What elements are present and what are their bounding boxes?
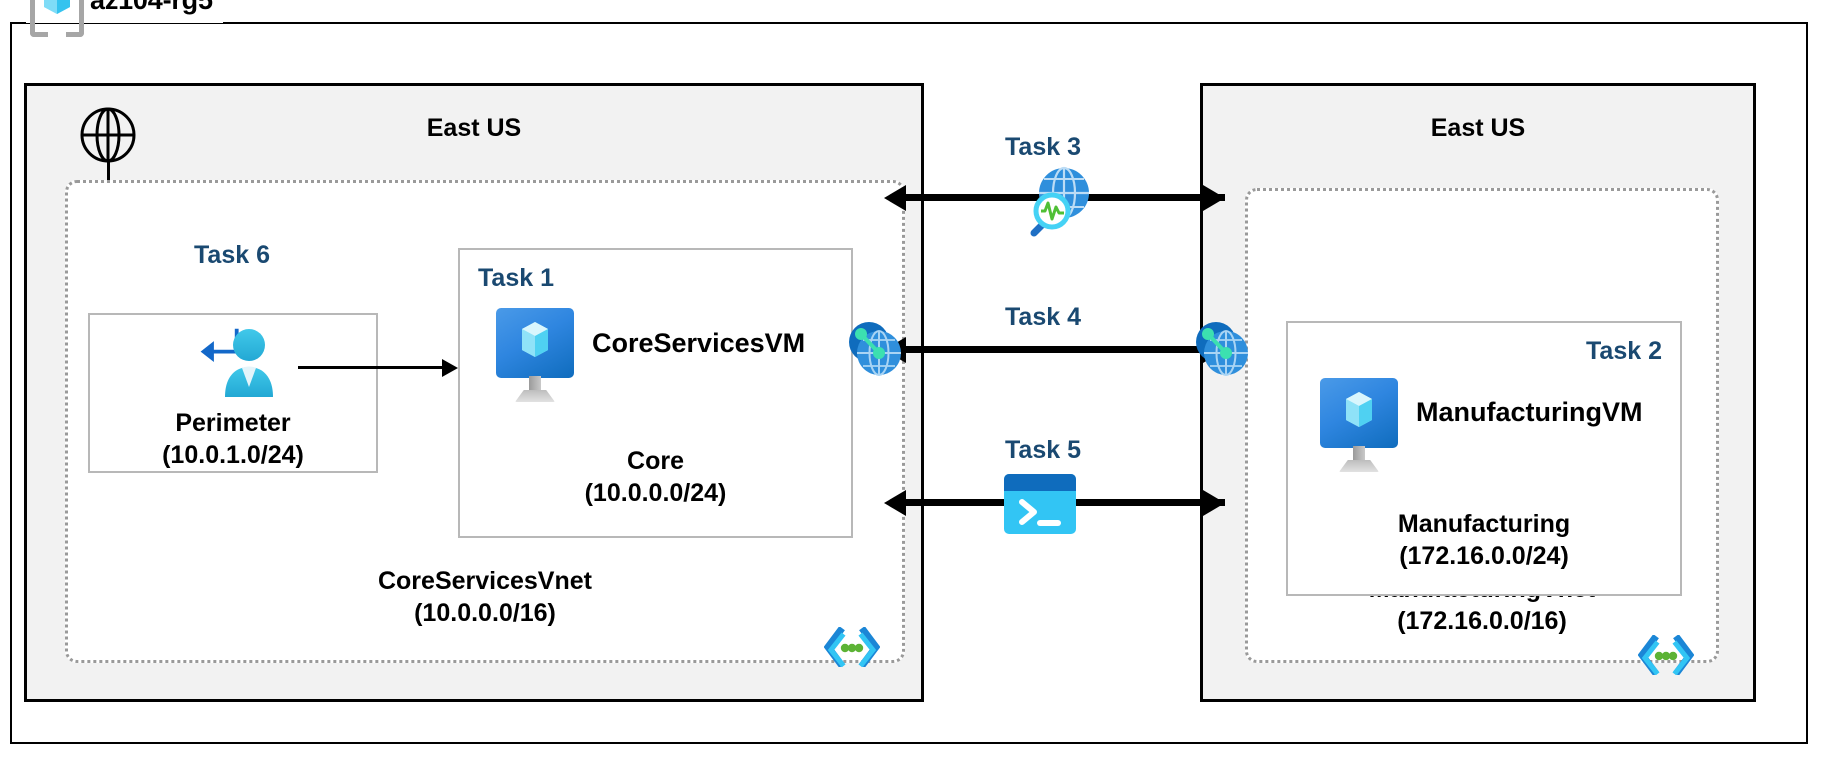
vnet-coreservicesvnet-label: CoreServicesVnet (10.0.0.0/16) bbox=[377, 567, 592, 627]
subnet-perimeter-label: Perimeter (10.0.1.0/24) bbox=[162, 409, 304, 469]
resource-group-name: az104-rg5 bbox=[90, 0, 213, 16]
subnet-perimeter: Perimeter (10.0.1.0/24) bbox=[88, 313, 378, 473]
task-label-1: Task 1 bbox=[478, 264, 554, 292]
vnet-peering-globe-icon-right bbox=[1192, 318, 1254, 380]
code-brackets-nsg-icon-core bbox=[823, 626, 881, 668]
internet-globe-icon bbox=[79, 106, 137, 164]
subnet-core-label: Core (10.0.0.0/24) bbox=[584, 447, 727, 507]
network-watcher-globe-magnifier-icon bbox=[1022, 163, 1096, 237]
resource-group-frame bbox=[10, 22, 1808, 744]
subnet-manufacturing-label: Manufacturing (172.16.0.0/24) bbox=[1397, 510, 1571, 570]
task-label-3: Task 3 bbox=[1005, 133, 1081, 161]
cloud-shell-terminal-icon bbox=[1004, 474, 1076, 534]
task4-connector-line bbox=[905, 346, 1225, 353]
region-title-left: East US bbox=[426, 114, 522, 142]
perimeter-to-core-line bbox=[298, 366, 444, 369]
subnet-manufacturing: Task 2 ManufacturingVM bbox=[1286, 321, 1682, 596]
task5-arrowhead-right bbox=[1203, 490, 1225, 516]
vnet-manufacturingvnet: ManufacturingVnet (172.16.0.0/16) Task 2 bbox=[1245, 188, 1719, 676]
vnet-peering-globe-icon-left bbox=[845, 318, 907, 380]
region-panel-east-us-right: East US ManufacturingVnet (172.16.0.0/16… bbox=[1200, 83, 1756, 702]
user-with-inbound-arrow-icon bbox=[195, 325, 279, 401]
resource-group-header: az104-rg5 bbox=[26, 0, 223, 37]
virtual-machine-icon-coreservicesvm bbox=[496, 308, 574, 404]
vnet-coreservicesvnet: CoreServicesVnet (10.0.0.0/16) Task 6 bbox=[65, 180, 905, 668]
perimeter-to-core-arrowhead bbox=[442, 359, 458, 377]
task-label-6: Task 6 bbox=[194, 241, 270, 269]
code-brackets-nsg-icon-manufacturing bbox=[1637, 634, 1695, 676]
task-label-2: Task 2 bbox=[1586, 337, 1662, 365]
bracket-left-icon bbox=[30, 0, 48, 37]
subnet-core: Task 1 CoreServicesVM bbox=[458, 248, 853, 538]
azure-resource-group-cube-icon bbox=[30, 0, 84, 37]
bracket-right-icon bbox=[66, 0, 84, 37]
task3-arrowhead-right bbox=[1203, 185, 1225, 211]
task-label-4: Task 4 bbox=[1005, 303, 1081, 331]
vm-name-manufacturingvm: ManufacturingVM bbox=[1416, 397, 1643, 427]
task3-arrowhead-left bbox=[884, 185, 906, 211]
vm-name-coreservicesvm: CoreServicesVM bbox=[592, 328, 806, 358]
region-title-right: East US bbox=[1430, 114, 1526, 142]
virtual-machine-icon-manufacturingvm bbox=[1320, 378, 1398, 474]
region-panel-east-us-left: East US CoreServicesVnet (10.0.0.0/16) T… bbox=[24, 83, 924, 702]
task5-arrowhead-left bbox=[884, 490, 906, 516]
task-label-5: Task 5 bbox=[1005, 436, 1081, 464]
